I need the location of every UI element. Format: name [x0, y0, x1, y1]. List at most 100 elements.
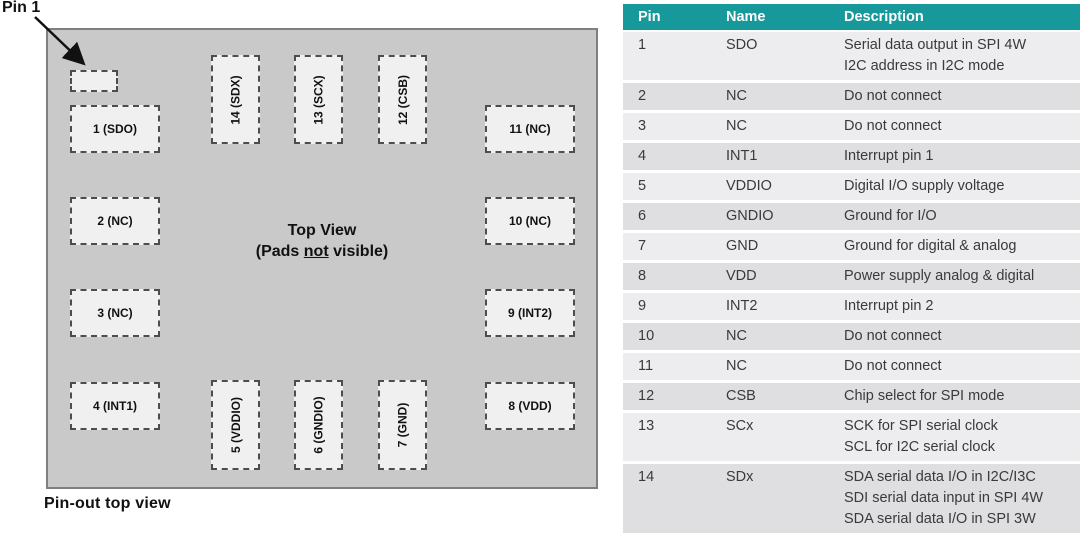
- cell-pin: 3: [623, 111, 711, 143]
- pad-label: 6 (GNDIO): [311, 396, 326, 454]
- pad-13-scx: 13 (SCX): [294, 55, 343, 144]
- cell-pin: 10: [623, 321, 711, 353]
- pin-description-table: Pin Name Description 1 SDO Serial data o…: [623, 4, 1080, 536]
- pin1-callout-label: Pin 1: [2, 0, 41, 16]
- cell-name: VDD: [711, 261, 829, 293]
- cell-pin: 8: [623, 261, 711, 293]
- cell-name: NC: [711, 111, 829, 143]
- description-line: Digital I/O supply voltage: [844, 178, 1005, 194]
- cell-pin: 4: [623, 141, 711, 173]
- table-header-row: Pin Name Description: [623, 4, 1080, 32]
- chip-center-text: Top View (Pads not visible): [48, 220, 596, 262]
- cell-name: INT2: [711, 291, 829, 323]
- description-line: Power supply analog & digital: [844, 268, 1035, 284]
- top-view-title: Top View: [287, 222, 357, 239]
- pad-8-vdd: 8 (VDD): [485, 382, 575, 430]
- description-line: Ground for digital & analog: [844, 238, 1017, 254]
- table-row: 4 INT1 Interrupt pin 1: [623, 141, 1080, 173]
- cell-description: Interrupt pin 2: [829, 291, 1080, 323]
- table-row: 6 GNDIO Ground for I/O: [623, 201, 1080, 233]
- table-row: 7 GND Ground for digital & analog: [623, 231, 1080, 263]
- pad-label: 8 (VDD): [508, 399, 552, 413]
- pad-label: 9 (INT2): [507, 306, 552, 320]
- description-line: Chip select for SPI mode: [844, 388, 1005, 404]
- chip-body: 1 (SDO) 2 (NC) 3 (NC) 4 (INT1) 14 (SDX) …: [46, 28, 598, 489]
- cell-description: Ground for digital & analog: [829, 231, 1080, 263]
- pad-5-vddio: 5 (VDDIO): [211, 380, 260, 470]
- cell-name: NC: [711, 351, 829, 383]
- column-header-description: Description: [829, 4, 1080, 32]
- table-row: 2 NC Do not connect: [623, 81, 1080, 113]
- cell-description: Do not connect: [829, 81, 1080, 113]
- pad-3-nc: 3 (NC): [70, 289, 160, 337]
- pad-1-sdo: 1 (SDO): [70, 105, 160, 153]
- cell-pin: 7: [623, 231, 711, 263]
- description-line: SDA serial data I/O in SPI 3W: [844, 511, 1036, 527]
- cell-description: Interrupt pin 1: [829, 141, 1080, 173]
- cell-pin: 9: [623, 291, 711, 323]
- table-row: 5 VDDIO Digital I/O supply voltage: [623, 171, 1080, 203]
- pad-12-csb: 12 (CSB): [378, 55, 427, 144]
- cell-name: SDx: [711, 462, 829, 536]
- cell-description: Do not connect: [829, 321, 1080, 353]
- pad-label: 7 (GND): [395, 402, 410, 448]
- cell-description: Power supply analog & digital: [829, 261, 1080, 293]
- pad-label: 1 (SDO): [92, 122, 137, 136]
- cell-name: CSB: [711, 381, 829, 413]
- pad-6-gndio: 6 (GNDIO): [294, 380, 343, 470]
- description-line: Ground for I/O: [844, 208, 937, 224]
- cell-name: NC: [711, 81, 829, 113]
- cell-name: GND: [711, 231, 829, 263]
- description-line: I2C address in I2C mode: [844, 58, 1005, 74]
- cell-name: NC: [711, 321, 829, 353]
- cell-pin: 12: [623, 381, 711, 413]
- description-line: SCL for I2C serial clock: [844, 439, 995, 455]
- pad-label: 2 (NC): [97, 214, 133, 228]
- table-row: 12 CSB Chip select for SPI mode: [623, 381, 1080, 413]
- description-line: SDA serial data I/O in I2C/I3C: [844, 469, 1036, 485]
- pad-label: 4 (INT1): [92, 399, 137, 413]
- pad-14-sdx: 14 (SDX): [211, 55, 260, 144]
- cell-description: Serial data output in SPI 4W I2C address …: [829, 31, 1080, 83]
- pad-4-int1: 4 (INT1): [70, 382, 160, 430]
- pad-label: 10 (NC): [508, 214, 551, 228]
- note-underlined: not: [303, 243, 329, 260]
- table-row: 8 VDD Power supply analog & digital: [623, 261, 1080, 293]
- table-row: 10 NC Do not connect: [623, 321, 1080, 353]
- cell-name: VDDIO: [711, 171, 829, 203]
- cell-description: Do not connect: [829, 111, 1080, 143]
- cell-pin: 6: [623, 201, 711, 233]
- cell-pin: 5: [623, 171, 711, 203]
- description-line: Do not connect: [844, 118, 942, 134]
- description-line: Interrupt pin 1: [844, 148, 934, 164]
- cell-name: SCx: [711, 411, 829, 464]
- cell-name: SDO: [711, 31, 829, 83]
- pad-9-int2: 9 (INT2): [485, 289, 575, 337]
- diagram-caption: Pin-out top view: [44, 495, 171, 512]
- pad-label: 13 (SCX): [311, 74, 326, 125]
- cell-description: Chip select for SPI mode: [829, 381, 1080, 413]
- cell-name: INT1: [711, 141, 829, 173]
- pad-label: 5 (VDDIO): [228, 396, 243, 454]
- pad-label: 3 (NC): [97, 306, 133, 320]
- description-line: Do not connect: [844, 88, 942, 104]
- pad-2-nc: 2 (NC): [70, 197, 160, 245]
- table-row: 3 NC Do not connect: [623, 111, 1080, 143]
- description-line: Do not connect: [844, 358, 942, 374]
- cell-pin: 14: [623, 462, 711, 536]
- pad-pin1-marker: [70, 70, 118, 92]
- pad-label: 14 (SDX): [228, 74, 243, 125]
- cell-pin: 2: [623, 81, 711, 113]
- description-line: Serial data output in SPI 4W: [844, 37, 1027, 53]
- note-suffix: visible): [333, 243, 389, 260]
- cell-pin: 11: [623, 351, 711, 383]
- cell-pin: 13: [623, 411, 711, 464]
- table-row: 9 INT2 Interrupt pin 2: [623, 291, 1080, 323]
- pad-11-nc: 11 (NC): [485, 105, 575, 153]
- note-prefix: (Pads: [255, 243, 300, 260]
- description-line: Interrupt pin 2: [844, 298, 934, 314]
